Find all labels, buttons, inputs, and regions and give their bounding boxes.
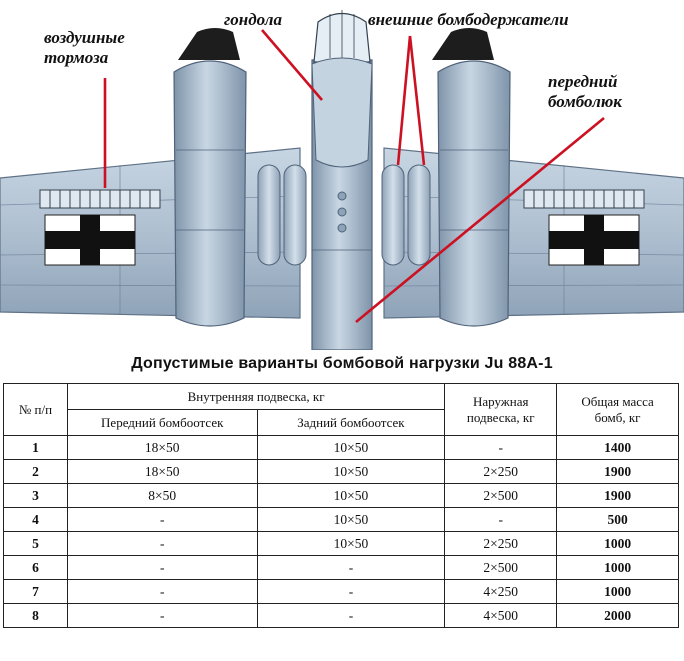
- callout-air-brakes-line2: тормоза: [44, 48, 109, 67]
- cell-total: 1000: [556, 579, 679, 604]
- cell-front: -: [66, 555, 258, 580]
- cell-front: 18×50: [66, 435, 258, 460]
- cell-total: 1000: [556, 555, 679, 580]
- engine-nacelle-right: [432, 28, 511, 327]
- cell-total: 1900: [556, 459, 679, 484]
- cell-external: 4×250: [444, 579, 558, 604]
- callout-air-brakes-line1: воздушные: [44, 28, 125, 47]
- header-total: Общая масса бомб, кг: [556, 383, 679, 436]
- cell-rear: -: [256, 579, 446, 604]
- header-num: № п/п: [3, 383, 68, 436]
- cell-total: 2000: [556, 603, 679, 628]
- callout-air-brakes: воздушные тормоза: [44, 28, 125, 68]
- cell-num: 6: [3, 555, 68, 580]
- cell-rear: 10×50: [256, 435, 446, 460]
- header-internal: Внутренняя подвеска, кг: [66, 383, 446, 410]
- callout-front-bay-line2: бомболюк: [548, 92, 622, 111]
- cell-rear: 10×50: [256, 507, 446, 532]
- header-total-line1: Общая масса: [581, 393, 654, 409]
- cross-marking-left: [44, 214, 136, 266]
- cell-external: 2×500: [444, 555, 558, 580]
- cell-external: 2×250: [444, 531, 558, 556]
- callout-front-bay: передний бомболюк: [548, 72, 622, 112]
- leader-lines: [103, 29, 605, 324]
- table-title: Допустимые варианты бомбовой нагрузки Ju…: [131, 355, 553, 372]
- cell-external: 2×250: [444, 459, 558, 484]
- cell-num: 8: [3, 603, 68, 628]
- aircraft-illustration: [0, 10, 684, 350]
- cell-total: 1000: [556, 531, 679, 556]
- cell-front: 8×50: [66, 483, 258, 508]
- cross-marking-right: [548, 214, 640, 266]
- fuselage: [311, 10, 373, 350]
- callout-front-bay-line1: передний: [548, 72, 618, 91]
- cell-external: 2×500: [444, 483, 558, 508]
- callout-external-racks: внешние бомбодержатели: [368, 10, 569, 29]
- cell-num: 5: [3, 531, 68, 556]
- air-brake-right: [523, 189, 645, 209]
- cell-front: -: [66, 507, 258, 532]
- cell-total: 500: [556, 507, 679, 532]
- cell-external: -: [444, 507, 558, 532]
- cell-rear: 10×50: [256, 531, 446, 556]
- cell-rear: 10×50: [256, 459, 446, 484]
- header-external-line2: подвеска, кг: [466, 409, 535, 425]
- bomb-rack-pods: [257, 164, 431, 266]
- header-external-line1: Наружная: [472, 393, 529, 409]
- cell-external: -: [444, 435, 558, 460]
- header-total-line2: бомб, кг: [594, 409, 641, 425]
- cell-total: 1900: [556, 483, 679, 508]
- cell-front: -: [66, 531, 258, 556]
- cell-num: 2: [3, 459, 68, 484]
- cell-num: 7: [3, 579, 68, 604]
- header-front-bay: Передний бомбоотсек: [66, 409, 258, 436]
- cell-rear: 10×50: [256, 483, 446, 508]
- cell-num: 1: [3, 435, 68, 460]
- cell-rear: -: [256, 603, 446, 628]
- cell-front: -: [66, 603, 258, 628]
- cell-rear: -: [256, 555, 446, 580]
- header-rear-bay: Задний бомбоотсек: [256, 409, 446, 436]
- air-brake-left: [39, 189, 161, 209]
- cell-front: -: [66, 579, 258, 604]
- header-external: Наружная подвеска, кг: [444, 383, 558, 436]
- cell-num: 4: [3, 507, 68, 532]
- cell-external: 4×500: [444, 603, 558, 628]
- engine-nacelle-left: [173, 28, 247, 327]
- cell-num: 3: [3, 483, 68, 508]
- bomb-load-table: № п/п Внутренняя подвеска, кг Наружная п…: [3, 383, 679, 628]
- cell-front: 18×50: [66, 459, 258, 484]
- callout-gondola: гондола: [224, 10, 282, 29]
- table-row: 4-10×50-500: [3, 507, 679, 532]
- cell-total: 1400: [556, 435, 679, 460]
